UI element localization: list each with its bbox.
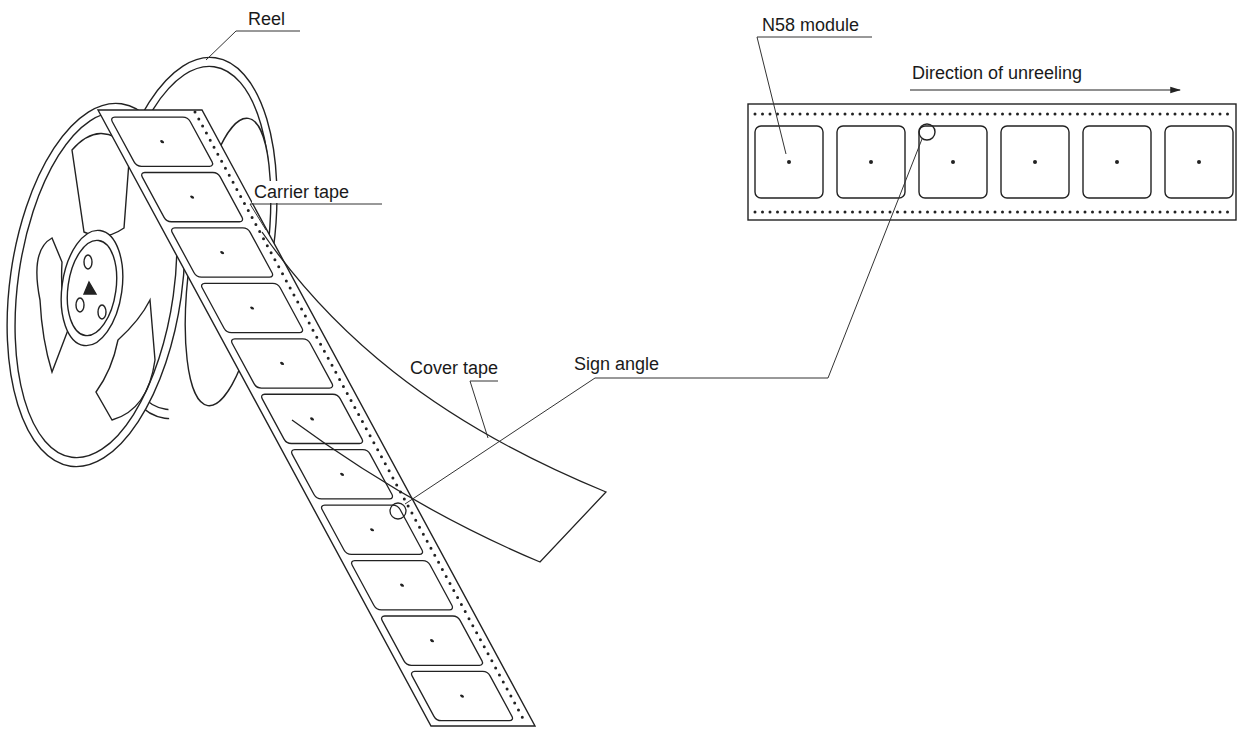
module-dot xyxy=(869,160,873,164)
module-dot xyxy=(279,362,284,365)
sprocket-holes xyxy=(195,112,526,724)
leader-line xyxy=(470,381,498,438)
sign-angle-mark xyxy=(390,503,406,519)
tape-pockets xyxy=(110,117,515,721)
module-dot xyxy=(309,417,314,420)
hub-ring xyxy=(62,237,123,339)
direction-arrow xyxy=(910,89,1180,90)
pocket xyxy=(260,394,365,443)
pocket xyxy=(170,228,275,277)
module-dot xyxy=(249,306,254,309)
leader-line xyxy=(250,204,382,230)
module-dot xyxy=(1115,160,1119,164)
pocket xyxy=(320,505,425,554)
leader-line xyxy=(757,37,872,154)
callout-label: Sign angle xyxy=(572,353,661,375)
pocket xyxy=(410,671,515,720)
strip-body xyxy=(748,104,1236,220)
hub-hole xyxy=(84,255,92,269)
pocket xyxy=(200,283,305,332)
pocket xyxy=(919,126,987,198)
sprocket-holes xyxy=(755,113,1232,116)
hub-disc xyxy=(54,226,130,349)
module-dot xyxy=(429,639,434,642)
module-dot xyxy=(339,473,344,476)
pocket xyxy=(380,616,485,665)
callout-label: Reel xyxy=(246,8,287,30)
leader-line xyxy=(206,31,300,60)
module-dot xyxy=(189,196,194,199)
pocket xyxy=(110,117,215,166)
sprocket-holes xyxy=(755,211,1232,214)
callout-label: Carrier tape xyxy=(252,181,351,203)
pocket xyxy=(140,172,245,221)
tape-strip xyxy=(748,104,1236,220)
module-dot xyxy=(951,160,955,164)
pocket xyxy=(1001,126,1069,198)
module-dot xyxy=(1033,160,1037,164)
pocket xyxy=(755,126,823,198)
module-dot xyxy=(399,584,404,587)
module-dot xyxy=(787,160,791,164)
cover-tape xyxy=(262,232,606,562)
module-dot xyxy=(459,694,464,697)
module-dot xyxy=(369,528,374,531)
callout-label: Cover tape xyxy=(408,357,500,379)
hub-hole xyxy=(98,305,106,319)
callout-label: N58 module xyxy=(760,14,861,36)
module-dot xyxy=(219,251,224,254)
pocket xyxy=(230,339,335,388)
hub-hole xyxy=(76,298,84,312)
pocket xyxy=(350,561,455,610)
module-dot xyxy=(1197,160,1201,164)
sign-angle-mark xyxy=(919,124,935,140)
carrier-tape xyxy=(98,110,535,726)
leader-line xyxy=(405,139,922,504)
tape-body xyxy=(98,110,535,726)
pocket xyxy=(837,126,905,198)
pocket xyxy=(1165,126,1233,198)
module-dot xyxy=(159,140,164,143)
pocket xyxy=(1083,126,1151,198)
pocket xyxy=(290,450,395,499)
hub-key xyxy=(84,282,96,294)
flange-window xyxy=(96,300,155,420)
leader-lines xyxy=(206,31,1180,504)
callout-label: Direction of unreeling xyxy=(910,62,1084,84)
